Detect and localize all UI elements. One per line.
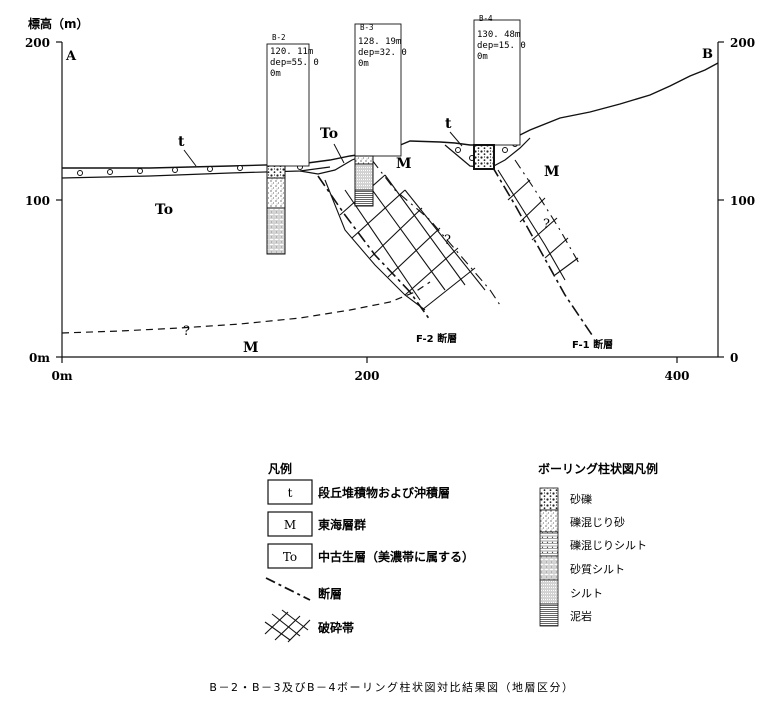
borehole-b3-depth: dep=32. 0 [358,48,407,58]
unit-label-m-1: M [396,156,412,172]
legend-boring-title: ボーリング柱状図凡例 [538,461,658,476]
y-tick-right-0: 0 [730,351,738,365]
legend-unit-symbol-to: To [283,550,297,564]
fault-label-f2: F-2 断層 [416,332,457,345]
y-tick-right-100: 100 [730,194,755,208]
legend-boring-swatch-silt [539,579,559,605]
f2-crush-zone [324,159,501,311]
question-mark-2: ? [444,233,451,248]
legend-unit-label-m: 東海層群 [318,517,366,532]
legend-unit-label-to: 中古生層（美濃帯に属する） [318,549,474,564]
unit-label-to-left: To [155,202,173,218]
borehole-b2-id: B-2 [272,33,286,42]
f1-fault-line [491,165,593,336]
legend-fault-symbol [265,577,311,601]
legend-crush-symbol [264,609,311,643]
x-tick-400: 400 [664,369,689,383]
legend-boring-swatch-gravel [539,487,559,511]
unit-label-m-2: M [544,164,560,180]
borehole-b3-zero: 0m [358,59,369,69]
legend-boring-label-gravelly-silt: 礫混じりシルト [570,538,647,552]
leader-to-mid [333,143,345,164]
legend-boring-swatch-gravelly-sand [539,509,559,533]
borehole-b3-elevation: 128. 19m [358,37,401,47]
legend-crush-label: 破砕帯 [318,620,354,635]
question-mark-3: ? [543,217,550,232]
borehole-b4-id: B-4 [479,14,493,23]
unit-label-t-right: t [445,116,452,132]
section-end-a: A [65,49,77,64]
legend-unit-box-t [267,479,313,505]
y-axis-label: 標高（m） [28,16,89,31]
y-tick-right-200: 200 [730,36,755,50]
borehole-b2-elevation: 120. 11m [270,47,313,57]
ground-surface-line [62,62,719,169]
borehole-b4-zero: 0m [477,52,488,62]
legend-unit-label-t: 段丘堆積物および沖積層 [318,485,450,500]
question-mark-1: ? [183,324,190,339]
terrace-base-right [444,137,531,169]
borehole-b4 [473,19,521,170]
borehole-b2-zero: 0m [270,69,281,79]
x-tick-0: 0m [51,369,72,383]
section-end-b: B [702,47,713,62]
legend-unit-symbol-m: M [284,518,296,532]
legend-boring-label-mudstone: 泥岩 [570,609,592,623]
x-tick-200: 200 [354,369,379,383]
y-tick-left-100: 100 [25,194,50,208]
borehole-b2 [266,43,310,255]
right-axis [717,41,724,358]
left-axis [56,41,63,358]
y-tick-left-0: 0m [29,351,50,365]
legend-boring-label-gravelly-sand: 礫混じり砂 [570,515,625,529]
terrace-base-line [61,166,331,179]
legend-boring-label-sandy-silt: 砂質シルト [570,562,625,576]
legend-boring-label-gravel: 砂礫 [570,492,592,506]
x-axis [61,356,718,363]
to-m-inferred-boundary [61,281,431,334]
leader-t-right [449,131,463,147]
borehole-b4-elevation: 130. 48m [477,30,520,40]
unit-label-to-mid: To [320,126,338,142]
legend-boring-label-silt: シルト [570,587,603,600]
legend-units-title: 凡例 [268,461,292,476]
legend-boring-swatch-gravelly-silt [539,531,559,557]
legend-fault-label: 断層 [318,586,342,601]
unit-label-m-bottom: M [243,340,259,356]
borehole-b3-id: B-3 [360,23,374,32]
borehole-b3 [354,23,402,207]
figure-caption: B－2・B－3及びB－4ボーリング柱状図対比結果図（地層区分） [209,680,574,694]
legend-boring-swatch-sandy-silt [539,555,559,581]
borehole-b4-depth: dep=15. 0 [477,41,526,51]
unit-label-t-left: t [178,134,185,150]
y-tick-left-200: 200 [25,36,50,50]
legend-boring-swatch-mudstone [539,603,559,627]
legend-unit-symbol-t: t [288,486,293,500]
fault-label-f1: F-1 断層 [572,338,613,351]
f2-fault-line [317,175,431,321]
legend-unit-box-m [267,511,313,537]
legend-unit-box-to [267,543,313,569]
borehole-b2-depth: dep=55. 0 [270,58,319,68]
leader-t-left [183,149,197,167]
f1-crush-zone [497,159,581,281]
